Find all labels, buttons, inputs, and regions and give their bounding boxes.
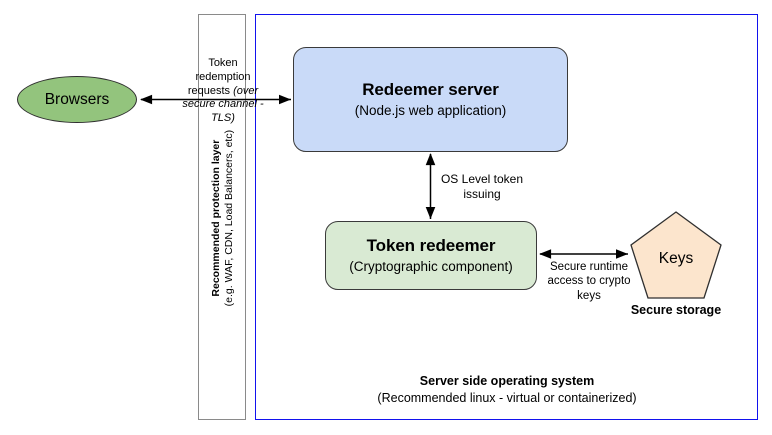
operating-system-title: Server side operating system <box>419 374 595 388</box>
protection-layer-container: Recommended protection layer (e.g. WAF, … <box>198 14 246 420</box>
node-token-redeemer-title: Token redeemer <box>366 236 496 256</box>
node-redeemer-server[interactable]: Redeemer server (Node.js web application… <box>293 47 568 152</box>
edge-label-line-5: TLS) <box>211 112 235 124</box>
keys-pentagon-shape <box>630 211 722 299</box>
edge-label-line-4: secure channel - <box>182 98 264 111</box>
node-token-redeemer-subtitle: (Cryptographic component) <box>349 259 513 275</box>
operating-system-caption: Server side operating system (Recommende… <box>303 373 711 407</box>
node-token-redeemer[interactable]: Token redeemer (Cryptographic component) <box>325 221 537 290</box>
edge-label-keys-line-3: keys <box>577 289 601 302</box>
edge-label-line-1: Token <box>208 57 238 69</box>
edge-label-os-line-2: issuing <box>463 187 501 201</box>
edge-label-os-line-1: OS Level token <box>440 172 524 186</box>
edge-label-keys-line-1: Secure runtime <box>550 261 628 273</box>
node-redeemer-server-subtitle: (Node.js web application) <box>354 103 507 119</box>
edge-label-keys-line-2: access to crypto <box>547 275 631 288</box>
operating-system-subtitle: (Recommended linux - virtual or containe… <box>377 390 637 405</box>
node-redeemer-server-title: Redeemer server <box>362 80 499 100</box>
operating-system-container <box>255 14 758 420</box>
node-browsers-label: Browsers <box>44 90 110 108</box>
secure-storage-caption: Secure storage <box>630 303 722 317</box>
edge-label-token-redemption: Token redemption requests (over secure c… <box>178 57 268 126</box>
edge-label-secure-runtime-access: Secure runtime access to crypto keys <box>540 260 638 303</box>
edge-label-os-level-token-issuing: OS Level token issuing <box>392 172 572 202</box>
edge-label-line-3-italic: (over <box>233 84 259 97</box>
edge-label-line-3: requests <box>187 84 234 97</box>
node-browsers[interactable]: Browsers <box>17 76 137 123</box>
edge-label-line-2: redemption <box>195 70 251 83</box>
